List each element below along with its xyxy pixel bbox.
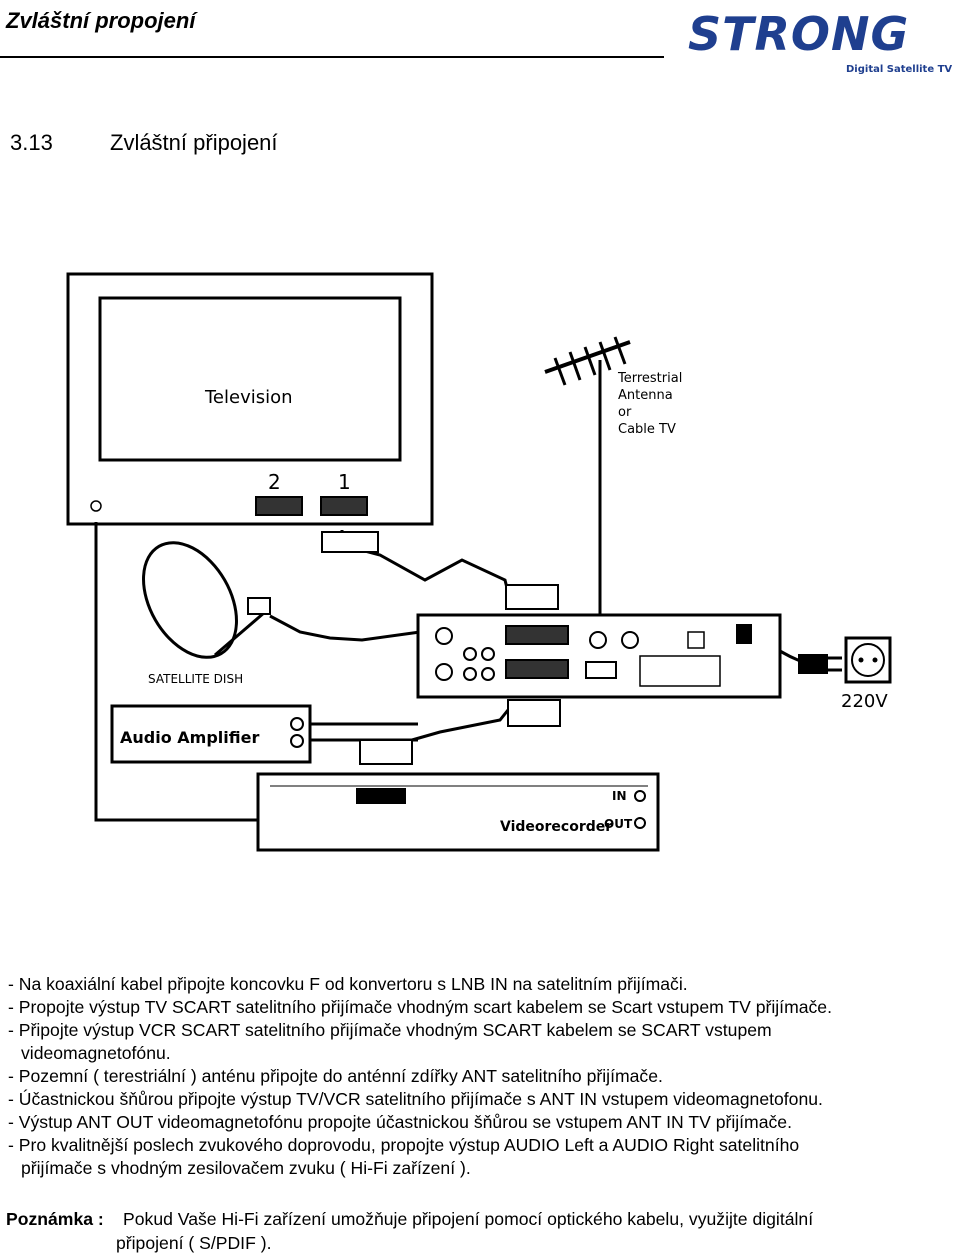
instruction-item: - Výstup ANT OUT videomagnetofónu propoj… xyxy=(8,1112,792,1132)
scart-2-label: 2 xyxy=(268,470,281,494)
instructions-list: - Na koaxiální kabel připojte koncovku F… xyxy=(8,973,948,1180)
logo-subtext: Digital Satellite TV xyxy=(846,64,952,75)
dish-label: SATELLITE DISH xyxy=(148,672,243,686)
strong-logo: STRONG Digital Satellite TV xyxy=(688,7,952,75)
instruction-item: - Pro kvalitnější poslech zvukového dopr… xyxy=(8,1135,800,1155)
instruction-item: - Na koaxiální kabel připojte koncovku F… xyxy=(8,974,688,994)
antenna-label-4: Cable TV xyxy=(618,422,676,437)
videorecorder: Videorecorder IN OUT xyxy=(256,772,660,852)
antenna-label-2: Antenna xyxy=(618,388,673,403)
note: Poznámka : Pokud Vaše Hi-Fi zařízení umož… xyxy=(6,1207,946,1255)
scart-plug-vcr xyxy=(359,739,413,765)
scart-plug-receiver-vcr xyxy=(507,699,561,727)
note-label: Poznámka : xyxy=(6,1209,104,1229)
header-rule xyxy=(0,56,664,58)
note-text-1: Pokud Vaše Hi-Fi zařízení umožňuje připo… xyxy=(123,1209,814,1229)
scart-1-label: 1 xyxy=(338,470,351,494)
audio-amplifier: Audio Amplifier xyxy=(110,704,312,764)
logo-text: STRONG xyxy=(688,7,909,61)
instruction-item: - Připojte výstup VCR SCART satelitního … xyxy=(8,1020,772,1040)
vcr-in-label: IN xyxy=(612,789,627,803)
scart-plug-receiver-tv xyxy=(505,584,559,610)
instruction-item: - Propojte výstup TV SCART satelitního p… xyxy=(8,997,832,1017)
header-title: Zvláštní propojení xyxy=(6,8,196,33)
antenna-label-3: or xyxy=(618,405,632,420)
scart-plug-tv xyxy=(321,531,379,553)
connection-diagram: Television 2 1 Terrestrial Antenna or Ca… xyxy=(66,272,892,852)
tv-power-icon xyxy=(90,500,102,512)
tv-label: Television xyxy=(204,387,293,408)
instruction-item: - Účastnickou šňůrou připojte výstup TV/… xyxy=(8,1089,823,1109)
vcr-label: Videorecorder xyxy=(500,819,612,835)
section-number: 3.13 xyxy=(10,130,53,155)
scart-port-1 xyxy=(320,496,368,516)
instruction-item: - Pozemní ( terestriální ) anténu připoj… xyxy=(8,1066,663,1086)
vcr-out-label: OUT xyxy=(604,817,633,831)
power-label: 220V xyxy=(841,691,888,712)
instruction-item: videomagnetofónu. xyxy=(21,1043,171,1063)
instruction-item: přijímače s vhodným zesilovačem zvuku ( … xyxy=(21,1158,471,1178)
section-title: Zvláštní připojení xyxy=(110,130,278,155)
amplifier-label: Audio Amplifier xyxy=(120,728,259,747)
power-socket-icon: 220V xyxy=(798,636,892,712)
scart-port-2 xyxy=(255,496,303,516)
note-text-2: připojení ( S/PDIF ). xyxy=(116,1233,272,1253)
antenna-label-1: Terrestrial xyxy=(617,371,682,386)
television: Television 2 1 xyxy=(66,272,434,526)
terrestrial-antenna-icon: Terrestrial Antenna or Cable TV xyxy=(544,336,682,615)
satellite-dish-icon: SATELLITE DISH xyxy=(142,541,271,686)
receiver-back-panel xyxy=(416,613,782,699)
